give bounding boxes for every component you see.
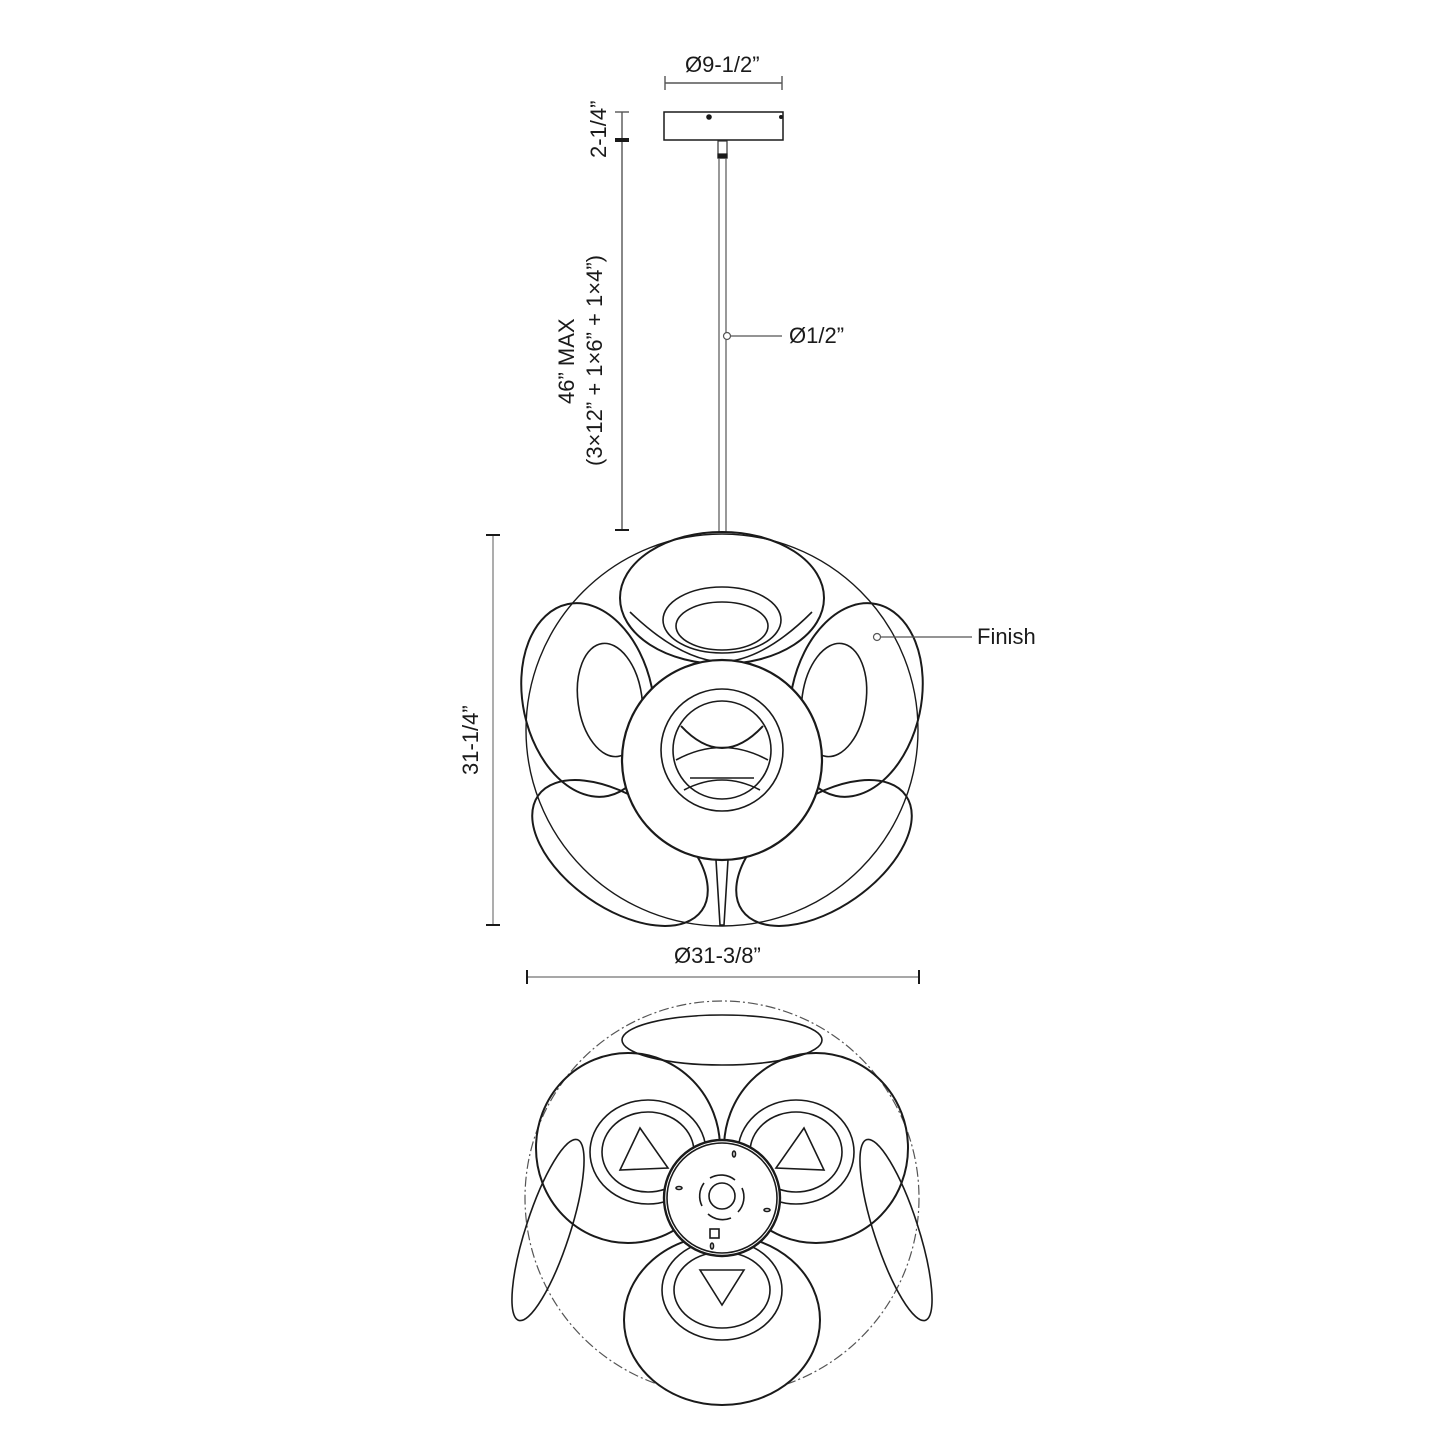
fixture-height-dimension bbox=[486, 534, 500, 926]
canopy bbox=[663, 111, 784, 141]
rod-length-label: 46” MAX bbox=[554, 318, 579, 404]
fixture-diameter-label: Ø31-3/8” bbox=[674, 943, 761, 968]
stem-rod bbox=[717, 140, 728, 533]
fixture-side-view bbox=[520, 531, 924, 927]
rod-diameter-label: Ø1/2” bbox=[789, 323, 845, 348]
canopy-diameter-dimension bbox=[664, 76, 783, 90]
canopy-diameter-label: Ø9-1/2” bbox=[685, 52, 760, 77]
finish-callout bbox=[872, 632, 972, 642]
fixture-bottom-view bbox=[511, 1000, 933, 1406]
canopy-height-label: 2-1/4” bbox=[586, 100, 611, 158]
canopy-height-dimension bbox=[615, 111, 629, 531]
fixture-height-label: 31-1/4” bbox=[458, 705, 483, 775]
fixture-diameter-dimension bbox=[526, 970, 920, 984]
finish-label: Finish bbox=[977, 624, 1036, 649]
rod-diameter-callout bbox=[722, 331, 782, 341]
rod-length-breakdown-label: (3×12” + 1×6” + 1×4”) bbox=[582, 255, 607, 466]
